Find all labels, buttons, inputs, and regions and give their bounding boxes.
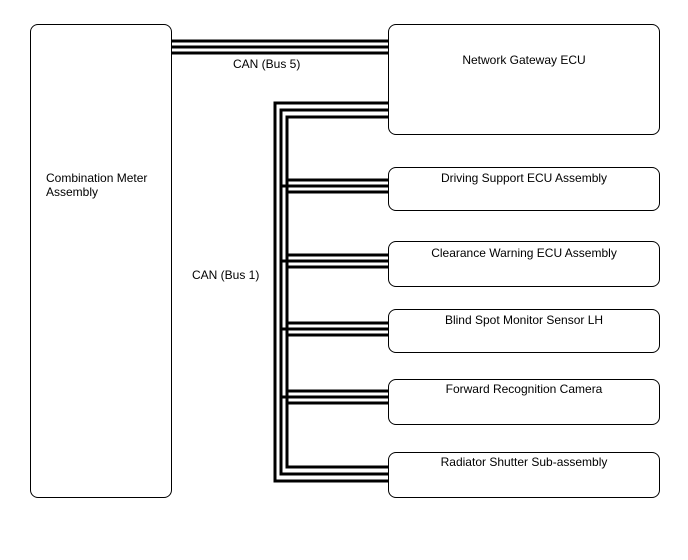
ecu-label-driving-support: Driving Support ECU Assembly: [440, 171, 608, 185]
can-bus-5-wire: [171, 39, 389, 55]
can-bus-1-stubs: [281, 117, 389, 467]
ecu-box-driving-support: Driving Support ECU Assembly: [388, 167, 660, 211]
ecu-box-clearance-warning: Clearance Warning ECU Assembly: [388, 241, 660, 287]
ecu-label-forward-recognition-camera: Forward Recognition Camera: [445, 382, 603, 396]
ecu-box-forward-recognition-camera: Forward Recognition Camera: [388, 379, 660, 425]
can-bus-5-label: CAN (Bus 5): [233, 57, 301, 71]
can-bus-1-trunk: [273, 101, 389, 483]
ecu-label-radiator-shutter: Radiator Shutter Sub-assembly: [440, 455, 608, 469]
can-bus-1-label: CAN (Bus 1): [192, 268, 260, 282]
ecu-box-radiator-shutter: Radiator Shutter Sub-assembly: [388, 452, 660, 498]
ecu-box-network-gateway: Network Gateway ECU: [388, 24, 660, 135]
ecu-label-network-gateway: Network Gateway ECU: [462, 53, 586, 67]
ecu-box-blind-spot-monitor: Blind Spot Monitor Sensor LH: [388, 309, 660, 353]
combination-meter-label: Combination Meter Assembly: [46, 171, 147, 199]
ecu-label-blind-spot-monitor: Blind Spot Monitor Sensor LH: [444, 313, 604, 327]
combination-meter-box: Combination Meter Assembly: [30, 24, 172, 498]
combination-meter-label-line2: Assembly: [46, 185, 99, 199]
ecu-label-clearance-warning: Clearance Warning ECU Assembly: [431, 246, 617, 260]
combination-meter-label-line1: Combination Meter: [46, 171, 148, 185]
